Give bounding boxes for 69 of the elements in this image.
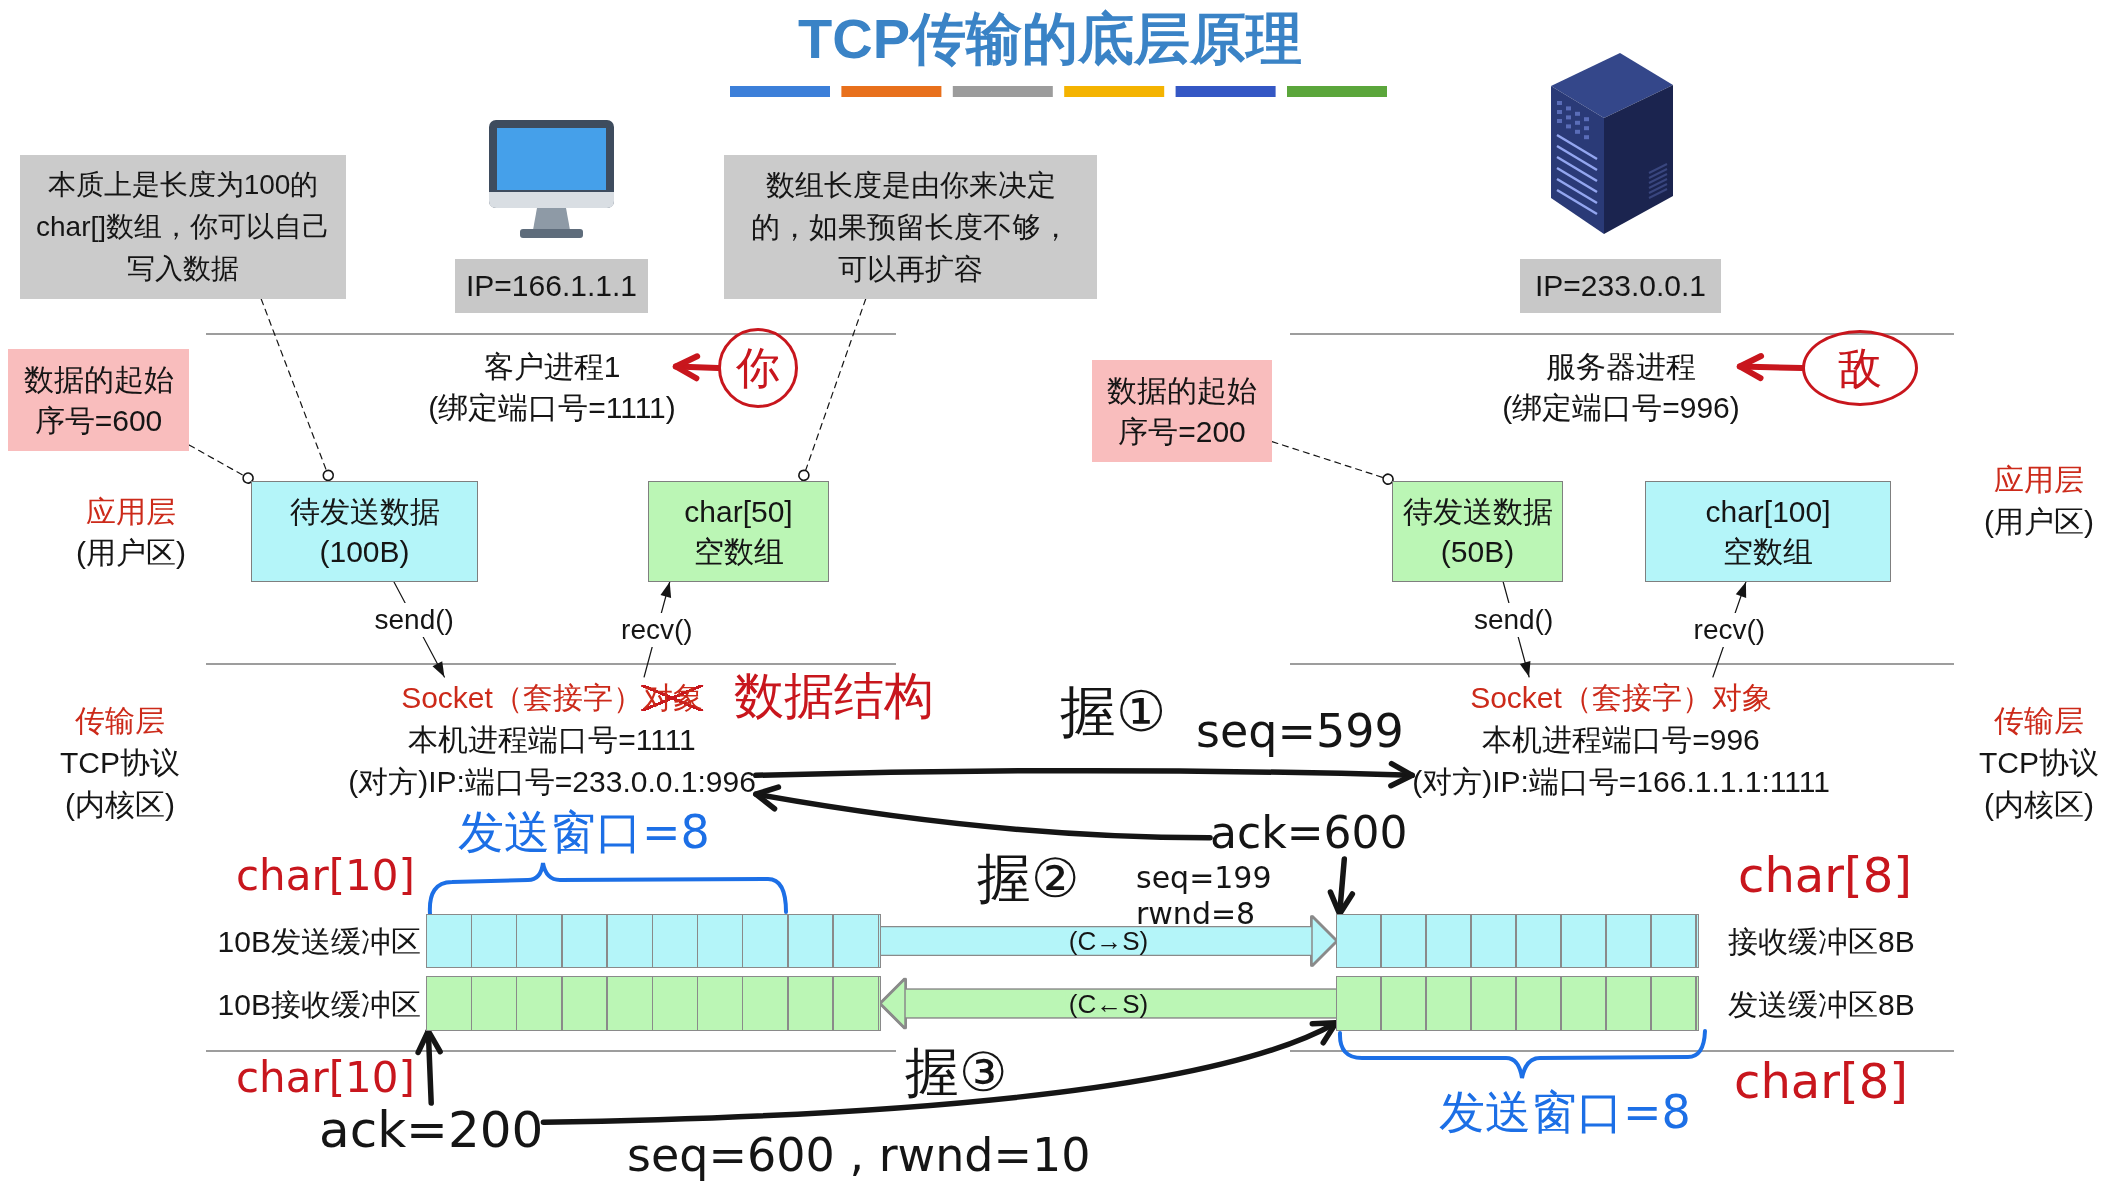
label-text: char[50]	[684, 493, 793, 530]
label-text: (100B)	[319, 533, 410, 570]
ack-note: ack=600	[1210, 806, 1408, 859]
layer-name: 应用层	[1994, 462, 2084, 498]
ack-note: ack=200	[319, 1103, 544, 1158]
layer-note: (内核区)	[1984, 787, 2094, 823]
ip-address-box: IP=233.0.0.1	[1520, 259, 1721, 313]
label-text: 空数组	[1723, 533, 1813, 570]
leader-line	[798, 298, 867, 482]
handshake-mark: 握②	[977, 848, 1080, 910]
label-text: 待发送数据	[1402, 493, 1553, 530]
layer-note: (用户区)	[76, 535, 186, 571]
buffer-label: 接收缓冲区8B	[1728, 924, 1915, 960]
array-box	[648, 481, 829, 582]
data-box	[251, 481, 478, 582]
layer-note: (内核区)	[65, 787, 175, 823]
layer-name: 传输层	[75, 703, 165, 739]
layer-name: 传输层	[1994, 703, 2084, 739]
circled-character: 敌	[1802, 330, 1918, 406]
title: TCP传输的底层原理	[798, 6, 1302, 72]
handwritten-arrow	[753, 784, 1213, 841]
array-note: char[8]	[1738, 848, 1912, 903]
port-text: 本机进程端口号=1111	[408, 722, 696, 758]
port-text: (绑定端口号=1111)	[428, 390, 676, 426]
port-text: 本机进程端口号=996	[1482, 722, 1760, 758]
circled-character: 你	[718, 328, 798, 408]
array-note: char[10]	[236, 852, 415, 900]
peer-address-text: (对方)IP:端口号=233.0.0.1:996	[348, 764, 756, 800]
label-text: 空数组	[693, 533, 784, 570]
window-note: 发送窗口=8	[1439, 1086, 1691, 1139]
buffer-label: 发送缓冲区8B	[1728, 986, 1915, 1023]
process-name: 服务器进程	[1546, 349, 1696, 385]
process-name: 客户进程1	[483, 349, 621, 385]
handwritten-arrow	[415, 1028, 443, 1106]
edge-label: seq=599	[1196, 704, 1404, 759]
handwritten-arrow	[1736, 353, 1805, 381]
segment-note: seq=199 rwnd=8	[1136, 860, 1272, 931]
block-arrow	[880, 916, 1337, 966]
window-note: 发送窗口=8	[458, 806, 710, 859]
ip-address-box: IP=166.1.1.1	[455, 259, 648, 313]
array-box	[1645, 481, 1891, 582]
layer-name: 应用层	[86, 494, 176, 530]
note-box: 本质上是长度为100的char[]数组，你可以自己写入数据	[20, 155, 346, 299]
sequence-note-box: 数据的起始序号=600	[8, 349, 189, 451]
label-text: (50B)	[1440, 533, 1515, 570]
port-text: (绑定端口号=996)	[1502, 390, 1740, 426]
label-text: 待发送数据	[289, 493, 440, 530]
array-note: char[10]	[236, 1054, 415, 1102]
data-box	[1392, 481, 1563, 582]
socket-title: Socket（套接字）对象	[1470, 680, 1772, 716]
label-text: char[100]	[1705, 493, 1831, 530]
protocol-name: TCP协议	[60, 745, 180, 781]
sequence-note-box: 数据的起始序号=200	[1092, 360, 1272, 462]
protocol-name: TCP协议	[1979, 745, 2099, 781]
note-box: 数组长度是由你来决定的，如果预留长度不够，可以再扩容	[724, 155, 1097, 299]
leader-line	[1271, 441, 1395, 485]
block-arrow	[880, 978, 1337, 1029]
array-note: char[8]	[1734, 1054, 1908, 1109]
handshake-mark: 握①	[1060, 680, 1167, 744]
peer-address-text: (对方)IP:端口号=166.1.1.1:1111	[1412, 764, 1830, 800]
buffer-label: 10B接收缓冲区	[217, 986, 421, 1023]
handshake-mark: 握③	[905, 1042, 1008, 1104]
layer-note: (用户区)	[1984, 504, 2094, 540]
handwritten-arrow	[753, 761, 1415, 789]
buffer-label: 10B发送缓冲区	[217, 924, 421, 960]
leader-line	[188, 444, 254, 484]
handwritten-arrow	[672, 353, 721, 382]
handwritten-note: 数据结构	[734, 668, 934, 725]
leader-line	[260, 298, 335, 482]
